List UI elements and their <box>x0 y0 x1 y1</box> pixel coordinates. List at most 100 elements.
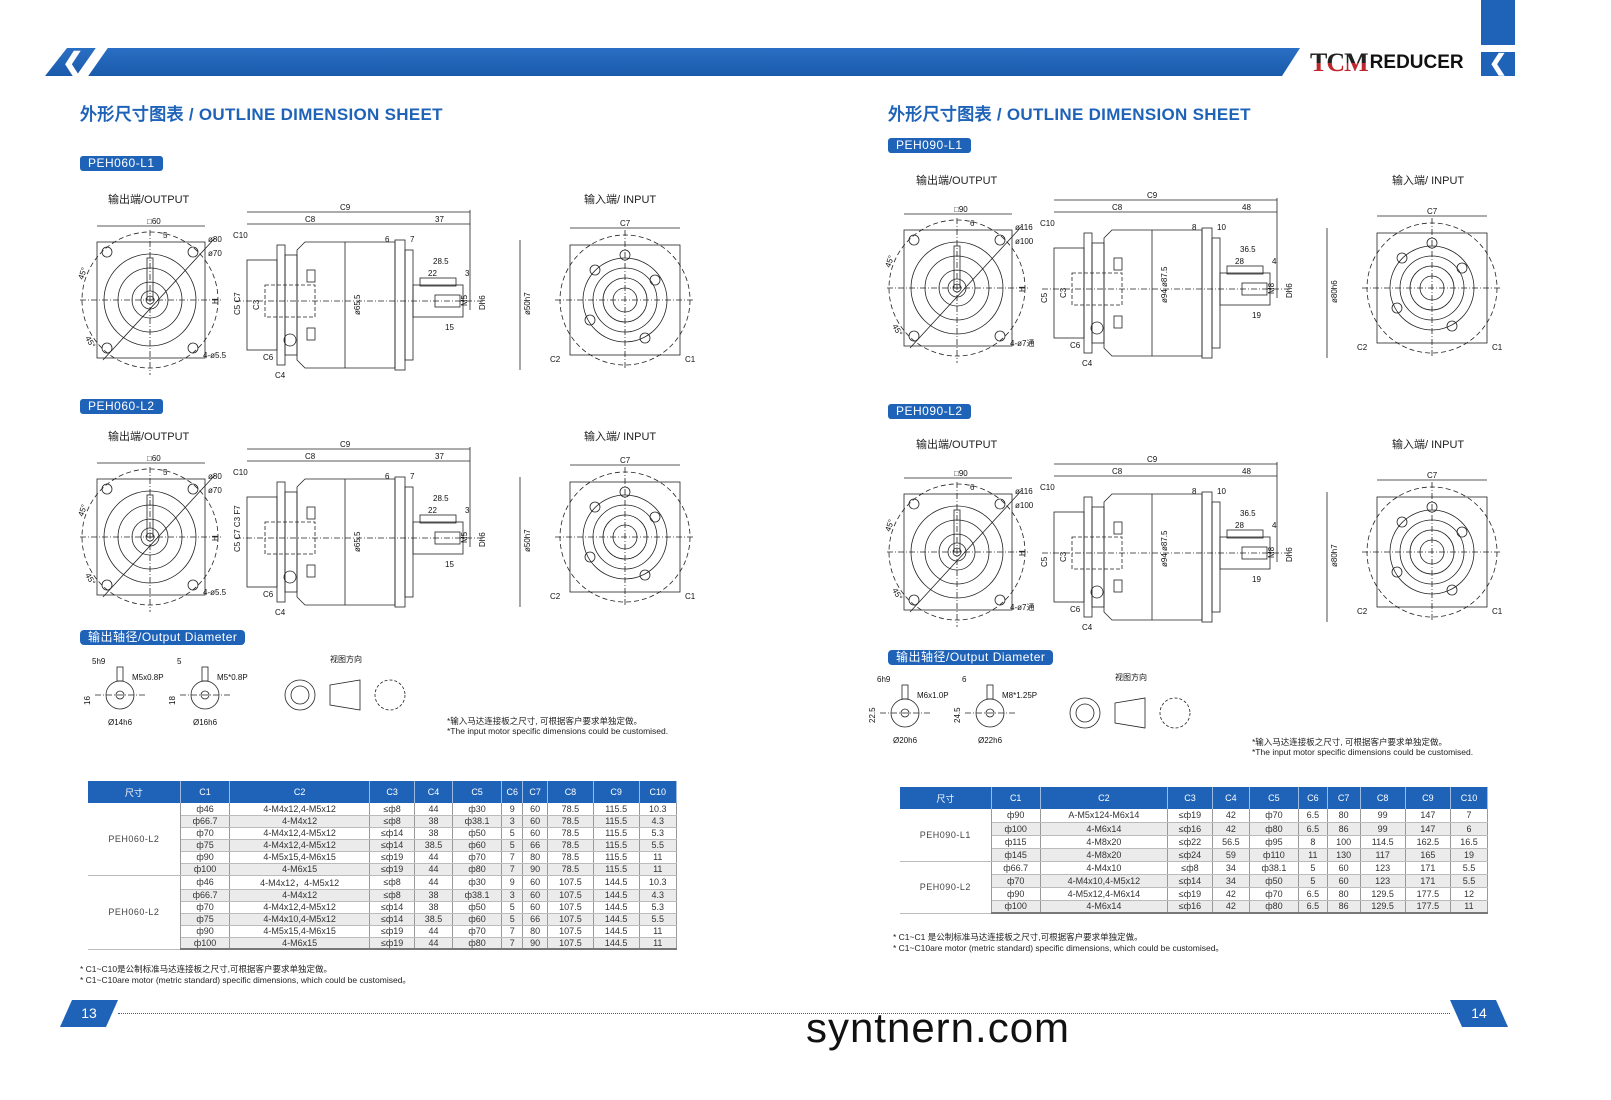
mounting-hole <box>187 342 199 354</box>
dimension-label: 15 <box>445 560 454 569</box>
shaft-height: 22.5 <box>868 707 877 723</box>
table-cell: 80 <box>522 925 549 938</box>
table-cell: ≤ф19 <box>368 937 416 950</box>
page-title: 外形尺寸图表 / OUTLINE DIMENSION SHEET <box>80 105 443 124</box>
table-cell: 42 <box>1211 822 1250 836</box>
table-cell: ≤ф19 <box>368 925 416 938</box>
dimension-label: 45° <box>76 503 89 517</box>
table-cell: ф100 <box>179 863 231 876</box>
input-hole <box>649 511 661 523</box>
motor-flange <box>246 496 278 588</box>
model-badge: PEH060-L2 <box>80 399 163 414</box>
back-button[interactable]: ❮ <box>1481 52 1515 76</box>
table-cell: ≤ф14 <box>368 913 416 926</box>
dimension-label: C5 C7 <box>233 292 242 315</box>
input-hole <box>1391 302 1403 314</box>
table-cell: 100 <box>1326 835 1361 849</box>
table-cell: 38 <box>414 889 453 902</box>
dimension-label: 6 <box>970 219 975 228</box>
table-cell: 16.5 <box>1449 835 1489 849</box>
dimension-label: ø50h7 <box>523 292 532 315</box>
column-header: C7 <box>1327 787 1361 809</box>
view-circle <box>1159 697 1191 729</box>
mounting-hole <box>187 246 199 258</box>
column-header: 尺寸 <box>900 787 992 809</box>
shaft-thread: M6x1.0P <box>917 691 949 700</box>
table-cell: ф50 <box>451 901 503 914</box>
key <box>986 684 994 700</box>
clip <box>1113 579 1123 593</box>
table-cell: 4-M4x10 <box>1039 860 1169 875</box>
table-cell: ф70 <box>990 874 1041 888</box>
grease-plug <box>283 333 297 347</box>
table-cell: 78.5 <box>547 851 594 864</box>
dimension-label: 5 <box>163 468 168 477</box>
table-cell: 86 <box>1326 900 1361 914</box>
table-cell: 5.3 <box>638 901 677 914</box>
dimension-label: Dh6 <box>478 295 487 310</box>
dimension-label: 28 <box>1235 521 1244 530</box>
diagonal-line <box>102 237 216 361</box>
dimension-label: 45° <box>883 518 896 532</box>
table-cell: 19 <box>1449 848 1489 862</box>
output-flange <box>394 239 406 371</box>
view-direction-label: 视图方向 <box>330 654 362 664</box>
table-cell: 4-M5x15,4-M6x15 <box>229 851 370 864</box>
table-cell: 5.3 <box>638 827 677 840</box>
dimension-label: M8 <box>1267 282 1276 294</box>
thread-hole <box>115 690 125 700</box>
table-cell: 44 <box>414 937 453 950</box>
mounting-hole <box>994 330 1006 342</box>
dimension-label: 22 <box>428 269 437 278</box>
key <box>201 666 209 682</box>
table-cell: 144.5 <box>592 901 640 914</box>
input-note-en: *The input motor specific dimensions cou… <box>1252 747 1474 757</box>
table-cell: ≤ф19 <box>368 863 416 876</box>
key-slot <box>146 257 154 301</box>
table-cell: ≤ф14 <box>368 901 416 914</box>
dimension-label: C10 <box>1040 219 1055 228</box>
table-cell: 115.5 <box>592 839 640 852</box>
table-cell: 80 <box>1326 809 1361 823</box>
dimension-label: ø80 <box>208 472 222 481</box>
dimension-label: C9 <box>340 440 351 449</box>
table-cell: 107.5 <box>547 937 594 950</box>
input-label: 输入端/ INPUT <box>1392 175 1465 187</box>
table-cell: ф38.1 <box>451 889 503 902</box>
table-cell: ф46 <box>179 803 231 816</box>
input-hole <box>649 274 661 286</box>
table-cell: 42 <box>1211 900 1250 914</box>
chevron-left-icon[interactable]: ❮ <box>62 47 84 77</box>
table-cell: 44 <box>414 803 453 816</box>
dimension-label: 15 <box>445 323 454 332</box>
dimension-label: ø80 <box>208 235 222 244</box>
table-cell: ф70 <box>1248 887 1299 901</box>
input-hole <box>1396 516 1408 528</box>
shaft-key <box>1226 529 1264 539</box>
table-cell: 60 <box>522 803 549 816</box>
view-circle <box>1069 697 1101 729</box>
dimension-label: C2 <box>550 355 561 364</box>
column-header: C6 <box>1298 787 1328 809</box>
gearbox-body <box>1103 493 1203 621</box>
dimension-label: ø94 ø87.5 <box>1160 266 1169 303</box>
column-header: C8 <box>1360 787 1406 809</box>
dimension-label: C4 <box>1082 623 1093 632</box>
table-cell: ≤ф8 <box>368 815 416 828</box>
dimension-label: 6 <box>970 483 975 492</box>
dimension-label: ø80h6 <box>1330 280 1339 303</box>
column-header: C5 <box>1249 787 1299 809</box>
dimension-label: C4 <box>275 371 286 380</box>
table-cell: 60 <box>1326 860 1361 875</box>
input-hole <box>639 569 651 581</box>
brand-logo: TCM REDUCER <box>1310 48 1464 77</box>
table-cell: 10.3 <box>638 874 677 890</box>
model-cell: PEH060-L2 <box>88 874 181 950</box>
dimension-label: 8 <box>1192 487 1197 496</box>
